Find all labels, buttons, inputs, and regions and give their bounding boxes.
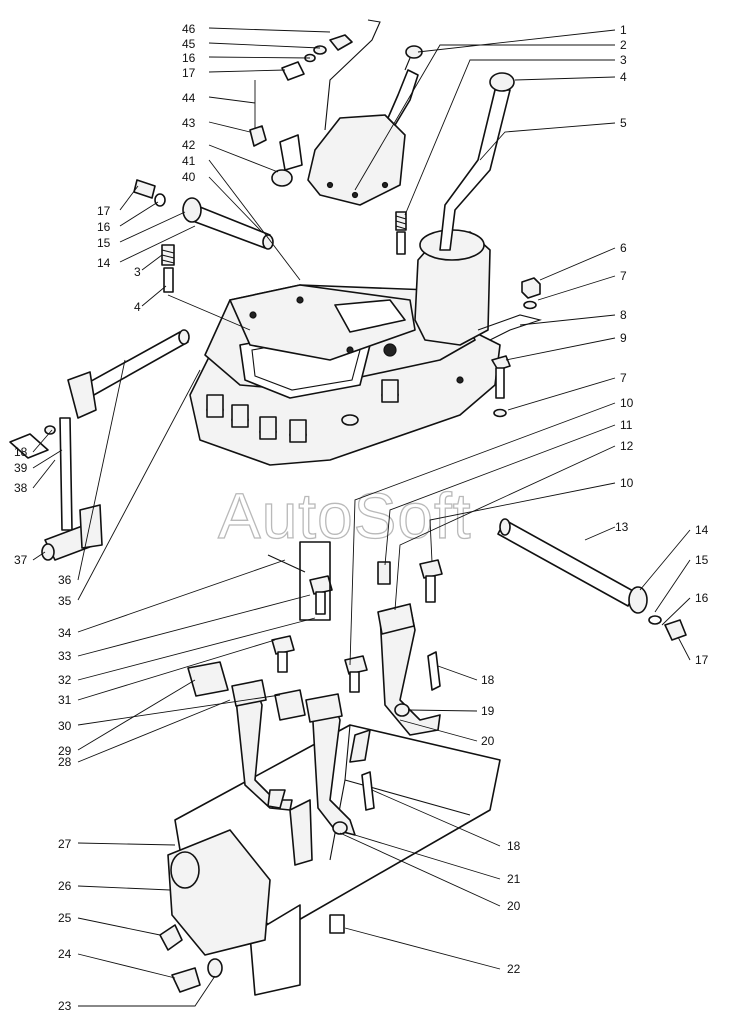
callout-13: 13 xyxy=(615,520,629,534)
callout-10: 10 xyxy=(620,396,634,410)
callout-33: 33 xyxy=(58,649,72,663)
shift-fork-middle xyxy=(289,693,356,866)
callout-22: 22 xyxy=(507,962,521,976)
callout-39: 39 xyxy=(14,461,28,475)
callout-2: 2 xyxy=(620,38,627,52)
lever-cover-assembly xyxy=(307,19,423,206)
callout-29: 29 xyxy=(58,744,72,758)
callout-11: 11 xyxy=(620,418,633,432)
callout-7-b: 7 xyxy=(620,371,627,385)
callout-21: 21 xyxy=(507,872,521,886)
callout-20: 20 xyxy=(481,734,495,748)
callout-41: 41 xyxy=(182,154,196,168)
callout-38: 38 xyxy=(14,481,28,495)
watermark-text: AutoSoft xyxy=(218,480,472,552)
callout-1: 1 xyxy=(620,23,627,37)
housing-bosses xyxy=(206,379,399,443)
callout-18-c: 18 xyxy=(507,839,521,853)
callout-26: 26 xyxy=(58,879,72,893)
callout-14-b: 14 xyxy=(695,523,709,537)
callout-42: 42 xyxy=(182,138,196,152)
callout-20-b: 20 xyxy=(507,899,521,913)
callout-27: 27 xyxy=(58,837,72,851)
side-cover-plate xyxy=(159,829,271,956)
shift-rail-right xyxy=(497,518,687,641)
callout-5: 5 xyxy=(620,116,627,130)
callout-34: 34 xyxy=(58,626,72,640)
bolt-washer-bottom xyxy=(171,958,223,993)
callout-12: 12 xyxy=(620,439,634,453)
callout-3-b: 3 xyxy=(620,53,627,67)
spring-plunger-right xyxy=(395,211,407,255)
callout-15: 15 xyxy=(97,236,111,250)
callout-18-b: 18 xyxy=(481,673,495,687)
callout-30: 30 xyxy=(58,719,72,733)
selector-lever-left xyxy=(9,329,190,561)
callout-6: 6 xyxy=(620,241,627,255)
callout-4-b: 4 xyxy=(620,70,627,84)
callout-15-b: 15 xyxy=(695,553,709,567)
gear-lever-main xyxy=(439,72,515,251)
callout-9: 9 xyxy=(620,331,627,345)
callout-numbers: 46 45 16 17 44 43 42 41 40 17 16 15 14 3… xyxy=(14,22,709,1013)
callout-31: 31 xyxy=(58,693,72,707)
callout-45: 45 xyxy=(182,37,196,51)
callout-46: 46 xyxy=(182,22,196,36)
callout-8: 8 xyxy=(620,308,627,322)
callout-16: 16 xyxy=(182,51,196,65)
shift-fork-left xyxy=(231,679,293,811)
callout-16-c: 16 xyxy=(695,591,709,605)
callout-40: 40 xyxy=(182,170,196,184)
bolts-right xyxy=(477,277,542,418)
callout-18: 18 xyxy=(14,445,28,459)
callout-4: 4 xyxy=(134,300,141,314)
callout-10-b: 10 xyxy=(620,476,634,490)
shift-fork-right xyxy=(349,603,441,763)
callout-17-b: 17 xyxy=(97,204,111,218)
callout-14: 14 xyxy=(97,256,111,270)
callout-24: 24 xyxy=(58,947,72,961)
callout-16-b: 16 xyxy=(97,220,111,234)
callout-17-c: 17 xyxy=(695,653,709,667)
callout-43: 43 xyxy=(182,116,196,130)
callout-19: 19 xyxy=(481,704,495,718)
callout-32: 32 xyxy=(58,673,72,687)
callout-7: 7 xyxy=(620,269,627,283)
callout-28: 28 xyxy=(58,755,72,769)
top-small-parts xyxy=(133,34,353,293)
callout-3: 3 xyxy=(134,265,141,279)
callout-25: 25 xyxy=(58,911,72,925)
leader-lines xyxy=(32,27,691,1007)
callout-23: 23 xyxy=(58,999,72,1013)
callout-37: 37 xyxy=(14,553,28,567)
callout-44: 44 xyxy=(182,91,196,105)
callout-36: 36 xyxy=(58,573,72,587)
callout-17: 17 xyxy=(182,66,196,80)
callout-35: 35 xyxy=(58,594,72,608)
shift-cover-housing xyxy=(189,229,501,466)
lower-small-parts xyxy=(187,541,443,835)
